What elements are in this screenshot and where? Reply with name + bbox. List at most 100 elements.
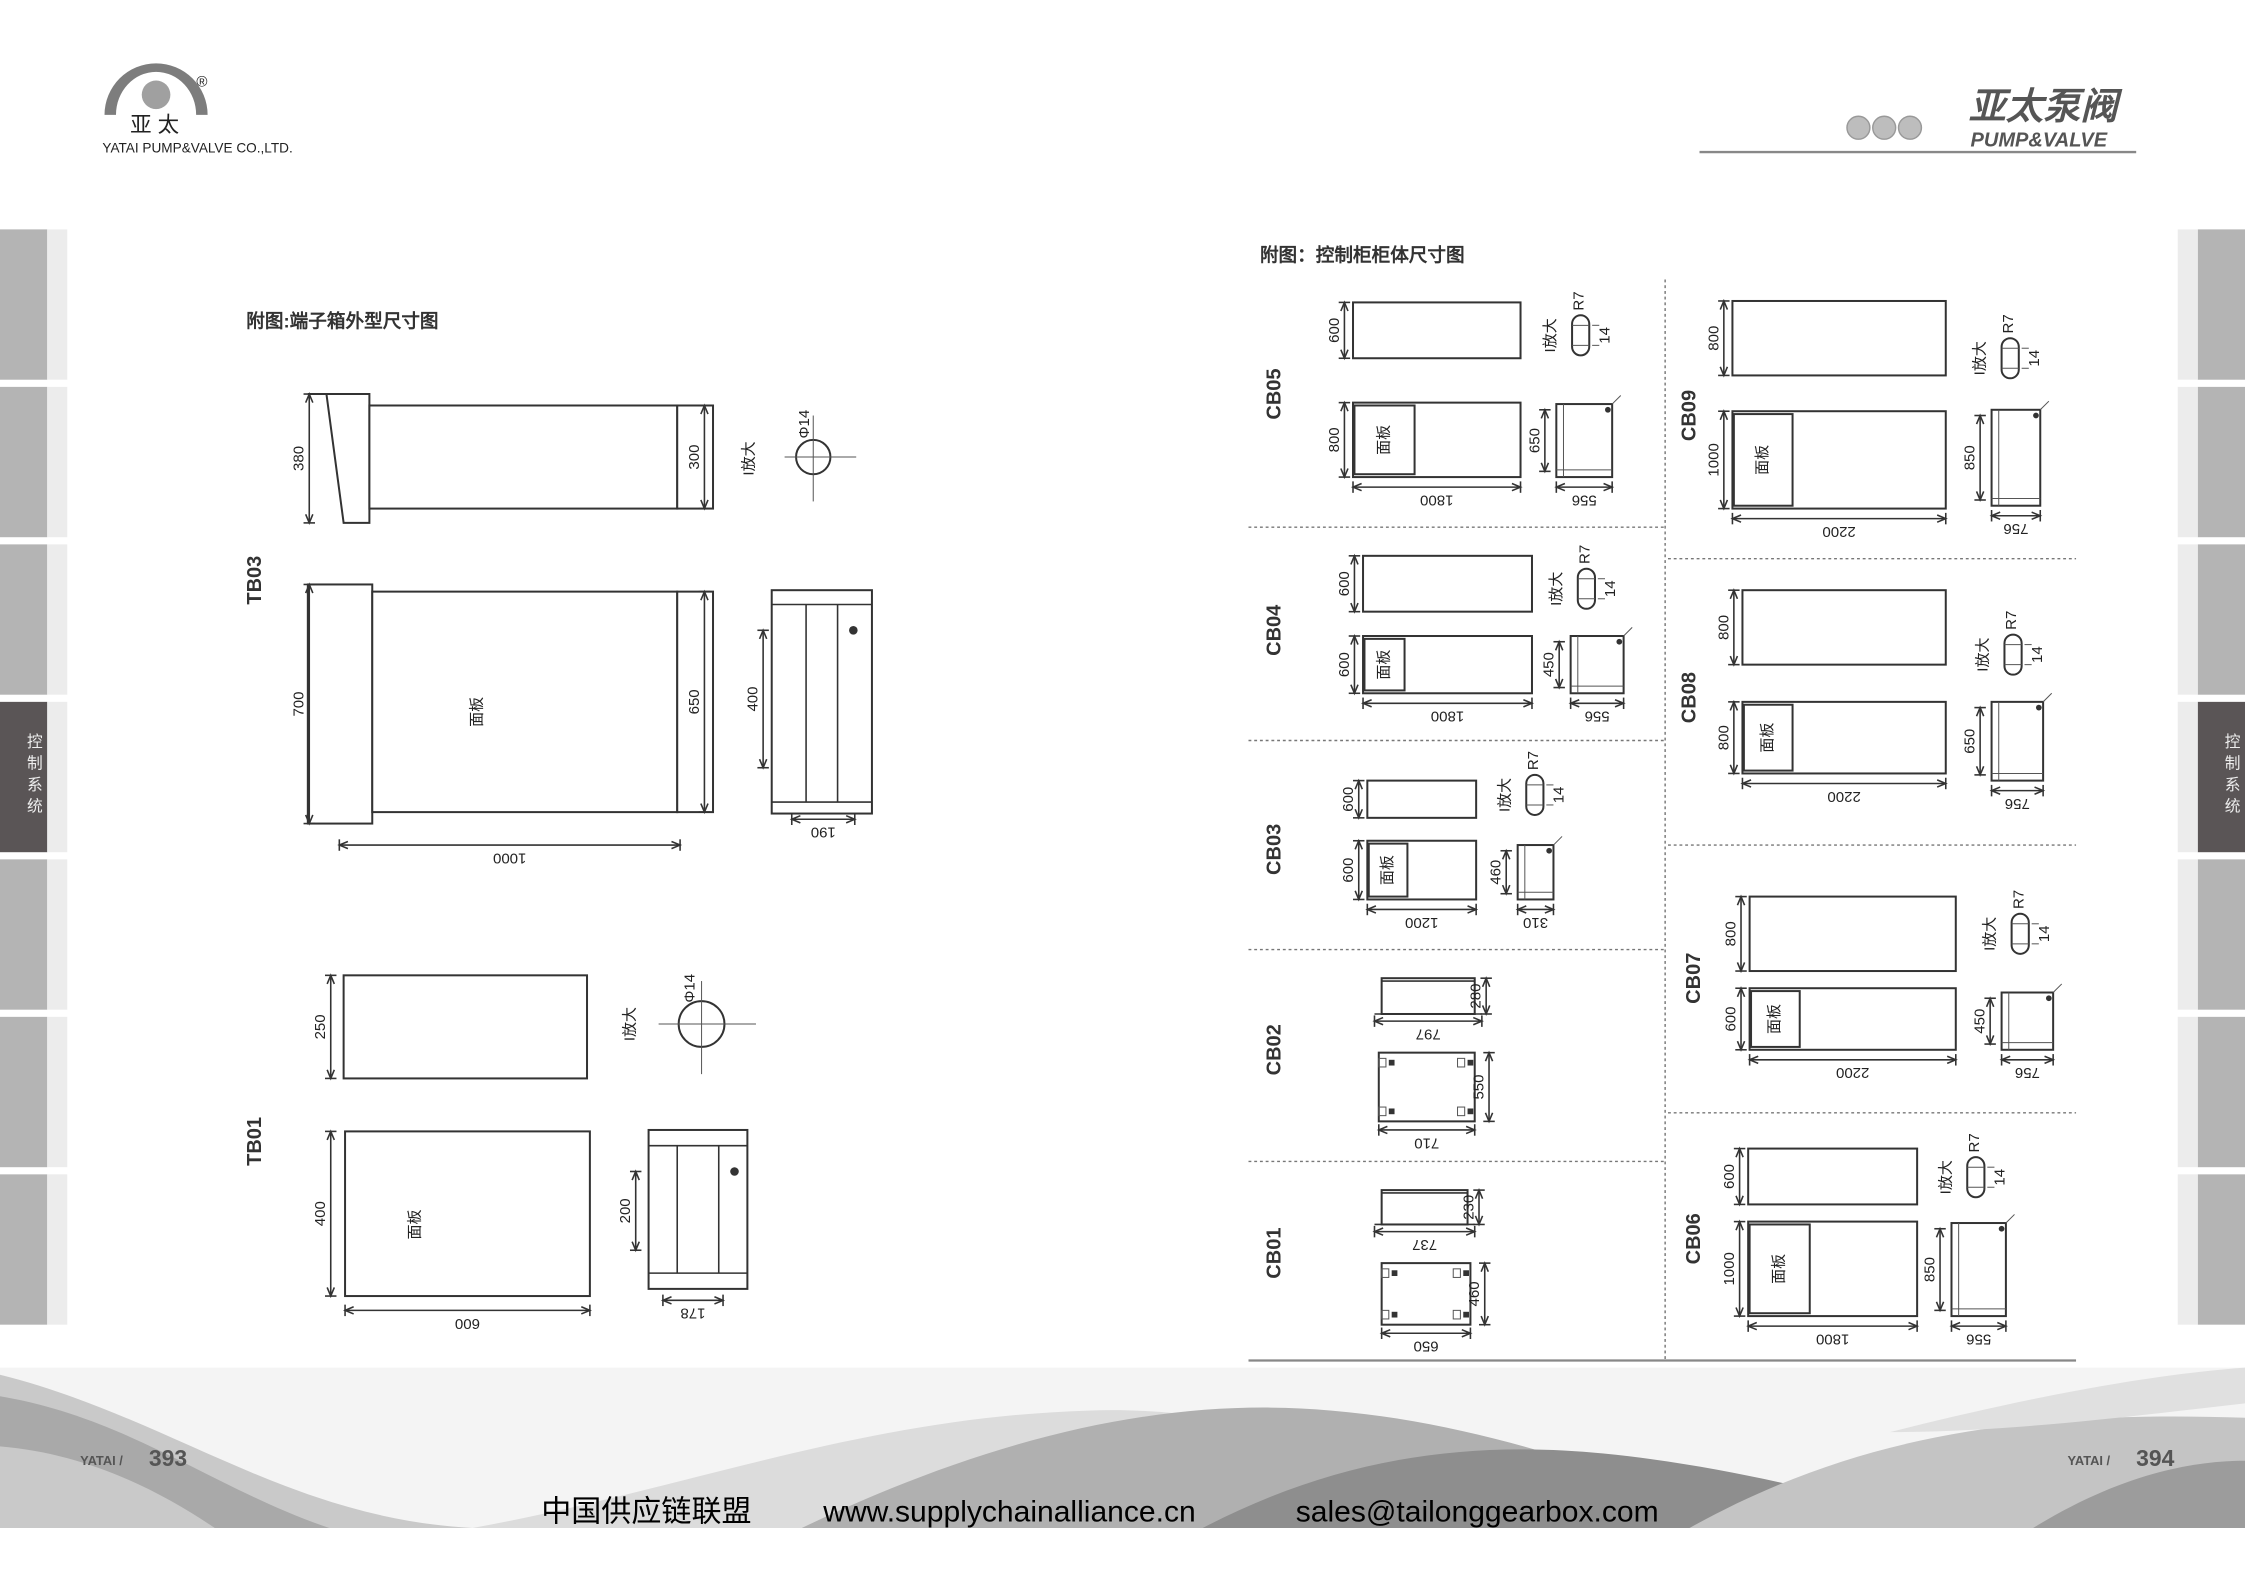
arrowheads [631,1169,641,1253]
side-tab-shadow [2177,1174,2198,1325]
top-view-hinge [307,393,371,524]
footer-email[interactable]: sales@tailonggearbox.com [1296,1496,1659,1529]
dimension-label: 2200 [1827,788,1860,805]
side-tab[interactable] [0,386,48,538]
arrowheads [1554,482,1615,492]
arrowheads [1989,786,2046,795]
arrowheads [304,391,314,525]
arrowheads [1379,1328,1473,1338]
arrowheads [1350,633,1359,696]
vertical-dimension: 600 [1340,778,1365,820]
dimension-label: 230 [1460,1195,1477,1220]
logo-circle-icon [141,80,171,110]
dimension-label: 800 [1705,326,1722,351]
arrowheads [343,1306,592,1315]
dimension-label: 460 [1488,860,1505,885]
slot-width-label: 14 [1992,1169,2009,1186]
panel-label: 面板 [1758,723,1776,753]
slot-radius-label: R7 [1966,1133,1983,1152]
horizontal-dimension: 556 [1554,481,1615,508]
top-view-body [1747,1147,1919,1206]
front-panel [1742,703,1794,772]
dimension-label: 556 [1585,708,1610,725]
arrowheads [1735,1219,1744,1319]
dimension-label: 600 [1340,787,1357,812]
arrowheads [758,628,768,770]
side-tab[interactable] [0,1174,48,1325]
panel-label: 面板 [1374,425,1392,455]
arrowheads [1554,639,1564,690]
vertical-dimension: 1000 [1721,1219,1746,1319]
side-tab-active[interactable] [2197,701,2245,853]
dimension-label: 797 [1416,1026,1441,1043]
vertical-dimension: 460 [1488,848,1512,896]
arrowheads [1730,514,1948,523]
enlarge-label: I放大 [1548,572,1565,606]
side-tab[interactable] [2197,386,2245,538]
dimension-label: 710 [1414,1134,1439,1151]
side-tab-active[interactable] [0,701,48,853]
horizontal-dimension: 756 [1989,510,2043,537]
horizontal-dimension: 1800 [1360,697,1535,725]
arrowheads [1999,1055,2056,1065]
panel-label: 面板 [1378,855,1396,885]
dimension-label: 178 [680,1305,705,1322]
side-view-body [2000,991,2055,1051]
vertical-dimension: 800 [1705,298,1730,378]
arrowheads [1729,699,1739,776]
arrowheads [1736,986,1746,1052]
leader-line [2052,983,2063,993]
panel-label: 面板 [1753,445,1771,475]
top-view-body [342,974,589,1080]
cabinet-label: CB07 [1683,953,1705,1004]
dimension-label: 380 [291,446,308,471]
registered-mark: ® [196,73,207,90]
side-tab[interactable] [0,1016,48,1168]
brand-english-name: PUMP&VALVE [1971,130,2108,152]
side-tab[interactable] [2197,1174,2245,1325]
side-tab[interactable] [2197,1016,2245,1168]
mounting-bracket-icon [1457,1057,1466,1068]
arrowheads [1975,705,1985,777]
side-tab[interactable] [0,859,48,1010]
leader-line [1623,627,1633,637]
arrowheads [1372,1016,1484,1026]
leader-line [2042,692,2053,703]
vertical-dimension: 800 [1715,588,1740,667]
mounting-hole-icon [1388,1108,1395,1115]
footer-url[interactable]: www.supplychainalliance.cn [822,1496,1195,1529]
side-tab[interactable] [2197,859,2245,1010]
arrowheads [1480,1261,1490,1327]
page-number: 393 [149,1445,187,1471]
top-view-body [1731,299,1947,377]
vertical-dimension: 300 [686,403,711,511]
dimension-label: 600 [1336,652,1353,677]
arrowheads [1719,409,1729,511]
arrowheads [1340,300,1349,361]
arrowheads [326,973,336,1081]
hole-diameter-label: Φ14 [682,974,699,1003]
arrowheads [700,589,709,815]
enlarge-label: I放大 [1937,1160,1954,1194]
horizontal-dimension: 756 [1989,784,2046,812]
side-tab[interactable] [0,544,48,695]
slot-radius-label: R7 [1571,291,1588,310]
side-tab[interactable] [2197,544,2245,695]
slot-hole-detail [2003,633,2023,676]
left-page-title: 附图:端子箱外型尺寸图 [246,311,438,332]
dimension-label: 1800 [1420,491,1453,508]
vertical-dimension: 380 [291,391,315,525]
horizontal-dimension: 556 [1568,697,1626,725]
side-tab-shadow [47,859,68,1010]
arrowheads [1729,588,1739,667]
side-tab[interactable] [0,229,48,380]
side-tab[interactable] [2197,229,2245,380]
page-number: 394 [2136,1445,2174,1471]
dimension-label: 280 [1468,984,1485,1009]
arrowheads [1568,698,1626,708]
dimension-label: 650 [1526,428,1543,453]
horizontal-dimension: 710 [1376,1124,1477,1151]
logo-arch-icon [104,63,208,115]
